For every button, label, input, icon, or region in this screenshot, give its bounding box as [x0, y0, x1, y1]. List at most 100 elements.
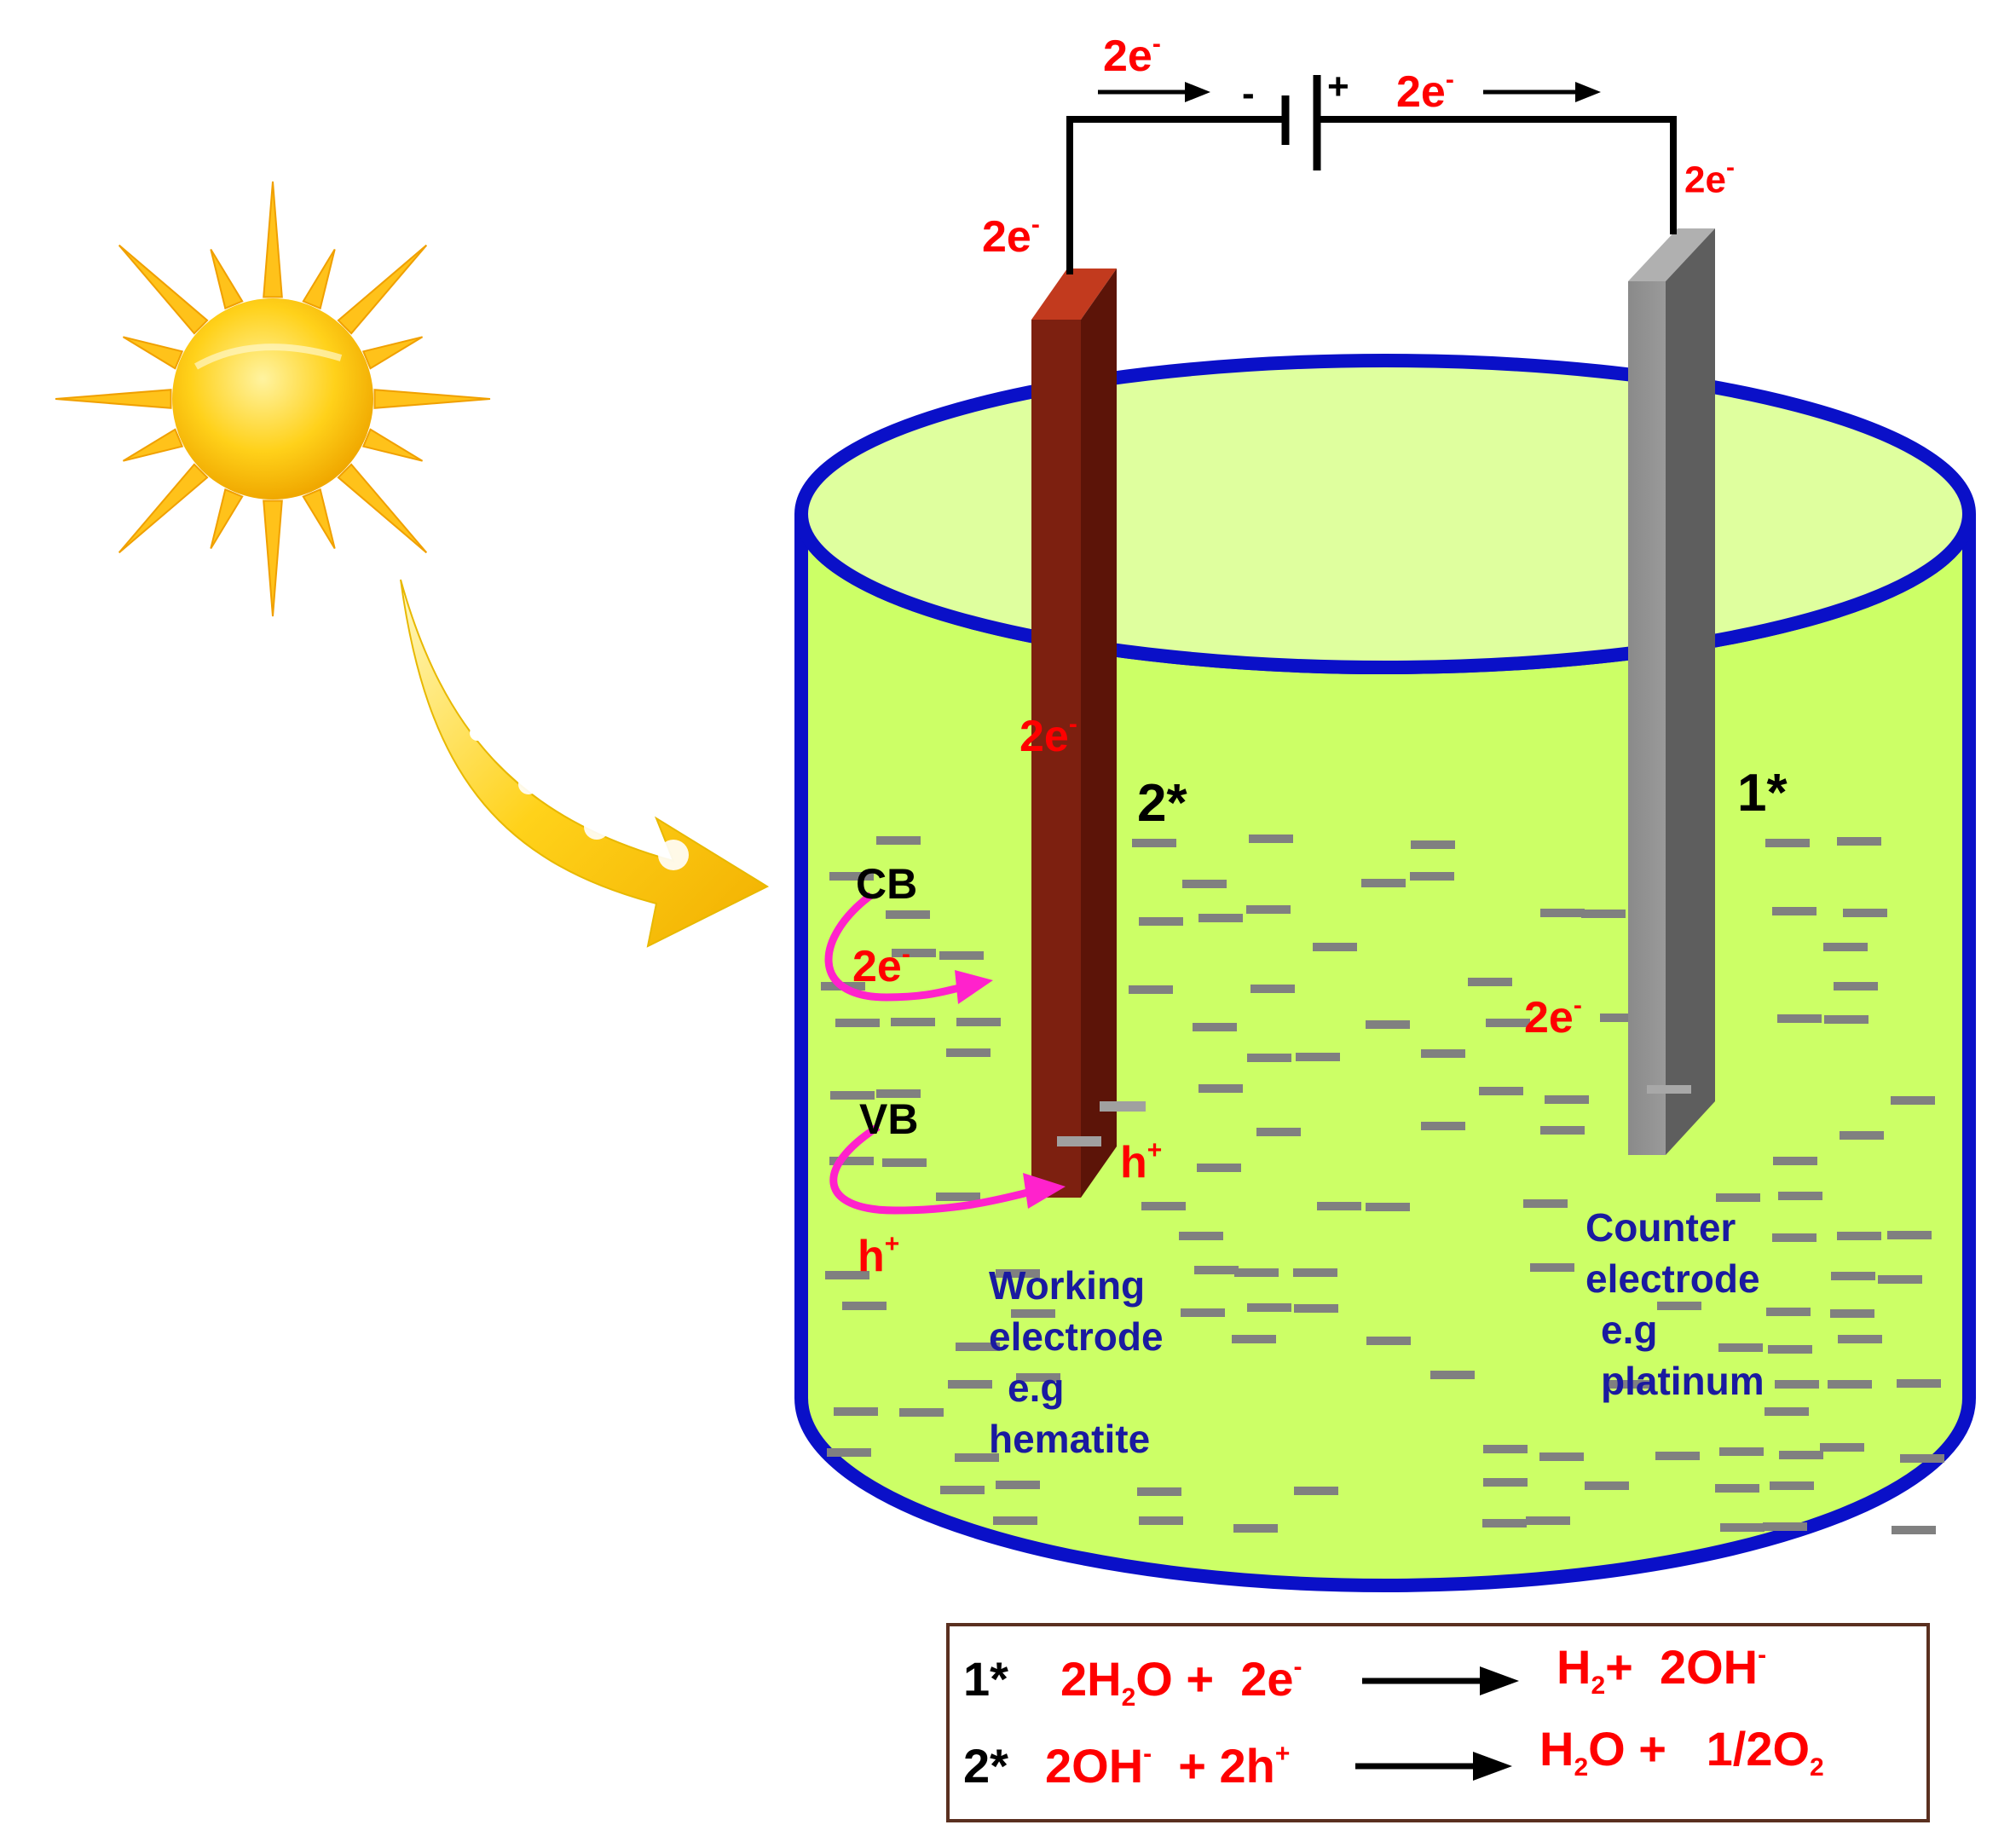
ion-dash	[1545, 1095, 1589, 1104]
ion-dash	[1137, 1487, 1181, 1496]
counter-electrode-electron-label: 2e-	[1524, 990, 1582, 1042]
ion-dash	[1840, 1131, 1884, 1140]
ion-dash	[1655, 1452, 1700, 1460]
ion-dash	[1897, 1379, 1941, 1388]
ion-dash	[1820, 1443, 1864, 1452]
ion-dash	[1313, 943, 1357, 951]
cb-electron-label: 2e-	[852, 939, 910, 991]
ion-dash	[1526, 1516, 1570, 1525]
ion-dash	[956, 1018, 1001, 1026]
ion-dash	[1657, 1302, 1701, 1310]
ion-dash	[830, 1091, 875, 1100]
electron-label-wire-right: 2e-	[1684, 153, 1735, 201]
ion-dash	[956, 1343, 1000, 1351]
reaction-arrow-1	[1362, 1666, 1519, 1695]
ion-dash	[1777, 1014, 1822, 1023]
reaction-arrow-2	[1355, 1752, 1512, 1781]
ion-dash	[835, 1019, 880, 1027]
light-arrow-icon	[400, 579, 770, 948]
ion-dash	[1778, 1192, 1822, 1200]
ion-dash	[825, 1271, 869, 1279]
ion-dash	[1600, 1014, 1644, 1022]
ion-dash	[993, 1516, 1037, 1525]
battery-minus-label: -	[1242, 72, 1255, 114]
ion-dash	[1540, 1126, 1585, 1135]
ion-dash	[834, 1407, 878, 1416]
cb-electron-arrow	[824, 892, 993, 1004]
ion-dash	[1823, 943, 1868, 951]
ion-dash	[1016, 1373, 1060, 1382]
ion-dash	[1775, 1380, 1819, 1389]
ion-dash	[842, 1302, 887, 1310]
beaker-rim	[794, 354, 1976, 674]
ion-dash	[1540, 909, 1585, 917]
ion-dash	[1834, 982, 1878, 990]
ion-dash	[1539, 1452, 1584, 1461]
ion-dash	[1366, 1337, 1411, 1345]
sun-ray	[302, 488, 336, 550]
ion-dash	[1293, 1268, 1337, 1277]
ion-dash	[1421, 1122, 1465, 1130]
ion-dash	[1585, 1481, 1629, 1490]
ion-dash	[1011, 1309, 1055, 1318]
ion-dash	[1887, 1231, 1932, 1239]
ion-dash	[892, 949, 936, 957]
ion-dash	[1838, 1335, 1882, 1343]
ion-dash	[1837, 1232, 1881, 1240]
sun-ray	[122, 428, 184, 462]
sun-ray	[373, 389, 491, 409]
ion-dash	[829, 1157, 874, 1165]
ion-dash	[1294, 1304, 1338, 1313]
ion-dash	[1181, 1308, 1225, 1317]
ion-dash	[1182, 880, 1227, 888]
sun-icon	[55, 181, 491, 617]
ion-dash	[1411, 840, 1455, 849]
sun-disc	[172, 298, 373, 500]
electron-label-top-left: 2e-	[1103, 29, 1161, 81]
ion-dash	[891, 1018, 935, 1026]
ion-dash	[1715, 1484, 1759, 1493]
ion-dash	[1296, 1053, 1340, 1061]
ion-dash	[1486, 1019, 1530, 1027]
ion-dash	[1410, 872, 1454, 881]
reaction-2-reactants: 2OH- + 2h+	[1045, 1739, 1291, 1793]
ion-dash	[1831, 1272, 1875, 1280]
ion-dash	[1772, 1233, 1817, 1242]
sun-rays	[55, 181, 491, 617]
ion-dash	[1132, 839, 1176, 847]
ion-dash	[1763, 1522, 1807, 1531]
ion-dash	[1843, 909, 1887, 917]
sun-ray	[118, 244, 209, 335]
ion-dash	[1247, 1303, 1291, 1312]
ion-dash	[940, 1486, 985, 1494]
ion-dash	[1716, 1193, 1760, 1202]
ion-dash	[1366, 1203, 1410, 1211]
ion-dash	[1139, 1516, 1183, 1525]
ion-dash	[1483, 1478, 1528, 1487]
ion-dash	[1718, 1343, 1763, 1352]
sun-ray	[337, 463, 428, 554]
working-electrode-electron-label: 2e-	[1019, 709, 1077, 761]
ion-dash	[1194, 1266, 1239, 1274]
ion-dash	[1479, 1087, 1523, 1095]
ion-dash	[1607, 1380, 1651, 1389]
counter-electrode-caption: Counter electrode e.g platinum	[1585, 1205, 1765, 1403]
ion-dash	[882, 1158, 927, 1167]
ion-dash	[1482, 1519, 1527, 1527]
ion-dash	[1828, 1380, 1872, 1389]
electron-label-wire-left: 2e-	[982, 210, 1040, 262]
ion-dash	[955, 1453, 999, 1462]
ion-dash	[1317, 1202, 1361, 1210]
ion-dashes	[821, 834, 1944, 1534]
electron-label-top-right: 2e-	[1396, 65, 1454, 117]
working-electrode-marker: 2*	[1137, 774, 1187, 833]
vb-label: VB	[859, 1095, 919, 1143]
ion-dash	[1361, 879, 1406, 887]
reaction-box	[946, 1623, 1930, 1822]
ion-dash	[876, 1089, 921, 1098]
sun-ray	[302, 248, 336, 310]
ion-dash	[1765, 839, 1810, 847]
ion-dash	[1197, 1164, 1241, 1172]
